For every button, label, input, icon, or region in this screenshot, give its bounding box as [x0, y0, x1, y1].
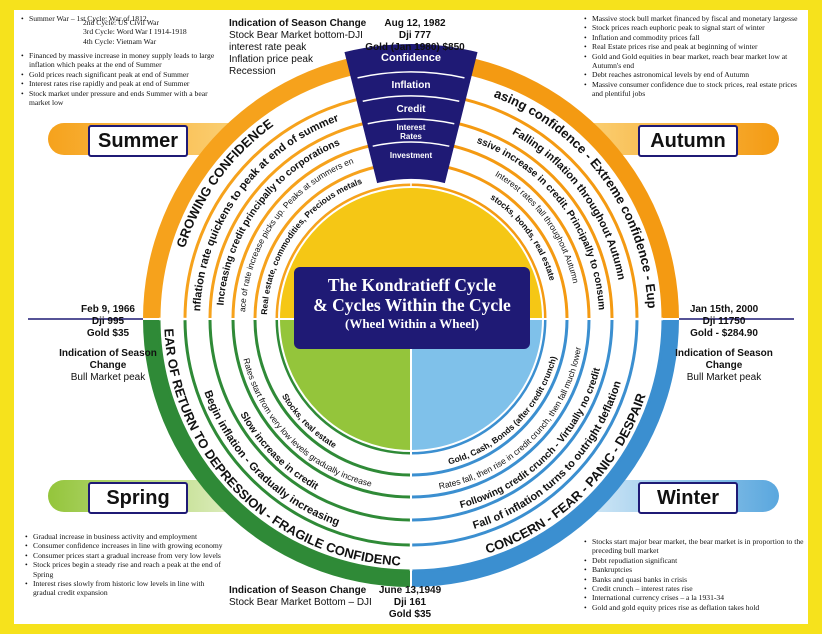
bottom-dji: Dji 161 [393, 597, 427, 608]
spoke-label: Inflation [392, 80, 431, 91]
winter-ring-border [412, 320, 665, 573]
bottom-indication: Indication of Season Change Stock Bear M… [229, 585, 394, 609]
top-date: Aug 12, 1982 [384, 18, 446, 29]
autumn-note: Stock prices reach euphoric peak to sign… [583, 23, 805, 33]
spoke-divider [362, 95, 460, 103]
summer-note: Interest rates rise rapidly and peak at … [20, 79, 218, 89]
winter-note: Debt repudiation significant [583, 556, 805, 566]
top-indication-line: Inflation price peak [229, 54, 313, 65]
spring-note: Consumer confidence increases in line wi… [24, 541, 224, 551]
spring-note: Stock prices begin a steady rise and rea… [24, 560, 224, 579]
spring-ring-border [231, 319, 411, 499]
title-line-1: The Kondratieff Cycle [327, 275, 497, 295]
spoke-label-line: Interest [397, 123, 426, 132]
bottom-date: June 13,1949 [378, 585, 442, 596]
autumn-notes: Massive stock bull market financed by fi… [583, 14, 805, 99]
right-side-block: Jan 15th, 2000 Dji 11750 Gold - $284.90 … [665, 304, 783, 384]
spring-ring-border [157, 320, 410, 573]
winter-note: International currency crises – a la 193… [583, 593, 805, 603]
spring-note: Gradual increase in business activity an… [24, 532, 224, 542]
winter-ring-border [411, 319, 591, 499]
left-gold: Gold $35 [86, 328, 130, 339]
top-gold: Gold (Jan 1980) $850 [365, 42, 465, 53]
spring-note: Consumer prices start a gradual increase… [24, 551, 224, 561]
spring-ring-border [275, 319, 411, 455]
summer-ring-border [275, 183, 411, 319]
autumn-note: Massive stock bull market financed by fi… [583, 14, 805, 24]
winter-note: Gold and gold equity prices rise as defl… [583, 603, 805, 613]
top-indication: Indication of Season Change Stock Bear M… [229, 18, 379, 78]
top-indication-line: interest rate peak [229, 42, 307, 53]
top-dji: Dji 777 [398, 30, 432, 41]
winter-note: Bankruptcies [583, 565, 805, 575]
summer-label: Summer [88, 125, 188, 157]
summer-notes: Financed by massive increase in money su… [20, 51, 218, 107]
winter-note: Stocks start major bear market, the bear… [583, 537, 805, 556]
winter-core [411, 319, 543, 451]
right-dji: Dji 11750 [702, 316, 746, 327]
spoke-label: Confidence [381, 52, 441, 64]
bottom-indication-title: Indication of Season Change [229, 585, 367, 596]
summer-cycle-4: 4th Cycle: Vietnam War [83, 36, 157, 46]
right-date: Jan 15th, 2000 [689, 304, 759, 315]
autumn-note: Massive consumer confidence due to stock… [583, 80, 805, 99]
spring-notes: Gradual increase in business activity an… [24, 532, 224, 598]
bottom-date-block: June 13,1949 Dji 161 Gold $35 [365, 585, 455, 621]
spoke-wedge [344, 43, 478, 184]
autumn-ring-border [411, 183, 547, 319]
autumn-note: Debt reaches astronomical levels by end … [583, 70, 805, 80]
summer-cycle-1: Summer War – 1st Cycle: War of 1812 [20, 14, 220, 24]
spoke-label: Investment [390, 151, 433, 160]
spoke-label-line: Rates [400, 132, 422, 141]
spoke-divider [357, 71, 465, 79]
title-line-3: (Wheel Within a Wheel) [345, 316, 479, 331]
summer-note: Gold prices reach significant peak at en… [20, 70, 218, 80]
right-indication-title: Indication of Season Change [675, 348, 773, 371]
summer-cycle-3: 3rd Cycle: Word War I 1914-1918 [83, 27, 187, 37]
summer-cycle-2: 2nd Cycle: US Civil War [83, 18, 160, 27]
winter-ring-border [412, 320, 639, 547]
summer-war-note: Summer War – 1st Cycle: War of 1812 [20, 14, 220, 24]
winter-ring-border [412, 320, 614, 522]
winter-notes: Stocks start major bear market, the bear… [583, 537, 805, 613]
summer-note: Stock market under pressure and ends Sum… [20, 89, 218, 108]
left-date: Feb 9, 1966 [81, 304, 135, 315]
winter-ring-border [411, 319, 569, 477]
left-indication-line: Bull Market peak [70, 372, 146, 383]
title-line-2: & Cycles Within the Cycle [313, 295, 511, 315]
top-indication-title: Indication of Season Change [229, 18, 367, 29]
autumn-label: Autumn [638, 125, 738, 157]
spring-ring-border [253, 319, 411, 477]
spoke-divider [372, 141, 450, 147]
spring-label: Spring [88, 482, 188, 514]
right-gold: Gold - $284.90 [690, 328, 758, 339]
winter-note: Banks and quasi banks in crisis [583, 575, 805, 585]
top-date-block: Aug 12, 1982 Dji 777 Gold (Jan 1980) $85… [360, 18, 470, 54]
winter-ring-border [411, 319, 547, 455]
left-dji: Dji 995 [91, 316, 125, 327]
spring-ring-border [208, 320, 410, 522]
spoke-label: Credit [397, 104, 427, 115]
bottom-gold: Gold $35 [388, 609, 432, 620]
summer-cycle-list: 2nd Cycle: US Civil War 3rd Cycle: Word … [83, 18, 187, 46]
autumn-note: Gold and Gold equities in bear market, r… [583, 52, 805, 71]
spoke-divider [367, 118, 455, 125]
center-title-box: The Kondratieff Cycle & Cycles Within th… [294, 267, 530, 349]
right-indication-line: Bull Market peak [686, 372, 762, 383]
spring-core [279, 319, 411, 451]
spring-ring-border [183, 320, 410, 547]
autumn-note: Inflation and commodity prices fall [583, 33, 805, 43]
spring-note: Interest rises slowly from historic low … [24, 579, 224, 598]
autumn-note: Real Estate prices rise and peak at begi… [583, 42, 805, 52]
left-side-block: Feb 9, 1966 Dji 995 Gold $35 Indication … [52, 304, 164, 384]
top-indication-line: Recession [229, 66, 276, 77]
bottom-indication-line: Stock Bear Market Bottom – DJI [229, 597, 372, 608]
winter-label: Winter [638, 482, 738, 514]
top-indication-line: Stock Bear Market bottom-DJI [229, 30, 363, 41]
winter-note: Credit crunch – interest rates rise [583, 584, 805, 594]
left-indication-title: Indication of Season Change [59, 348, 157, 371]
summer-note: Financed by massive increase in money su… [20, 51, 218, 70]
